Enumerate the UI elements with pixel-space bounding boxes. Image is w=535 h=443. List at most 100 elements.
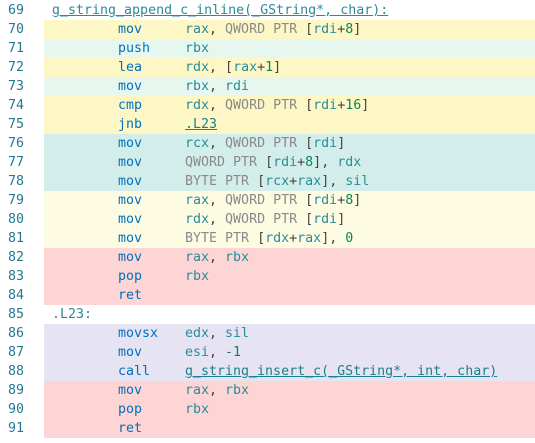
jump-target-link[interactable]: g_string_insert_c(_GString*, int, char)	[185, 364, 498, 379]
mnemonic: ret	[118, 421, 143, 436]
code-line: 75 jnb .L23	[0, 115, 535, 134]
line-number: 77	[8, 155, 25, 170]
line-number: 76	[8, 136, 25, 151]
operands[interactable]: .L23	[185, 115, 217, 134]
line-content: mov rax, QWORD PTR [rdi+8]	[44, 191, 535, 210]
line-number: 74	[8, 98, 25, 113]
code-line: 88 call g_string_insert_c(_GString*, int, …	[0, 362, 535, 381]
mnemonic: mov	[118, 155, 143, 170]
line-content: cmp rdx, QWORD PTR [rdi+16]	[44, 96, 535, 115]
mnemonic: pop	[118, 402, 143, 417]
line-number: 89	[8, 383, 25, 398]
line-number: 69	[8, 3, 25, 18]
code-line: 72 lea rdx, [rax+1]	[0, 58, 535, 77]
code-line: 77 mov QWORD PTR [rdi+8], rdx	[0, 153, 535, 172]
mnemonic: mov	[118, 383, 143, 398]
line-number: 79	[8, 193, 25, 208]
line-content: g_string_append_c_inline(_GString*, char…	[44, 1, 535, 20]
line-content: movsx edx, sil	[44, 324, 535, 343]
code-line: 76 mov rcx, QWORD PTR [rdi]	[0, 134, 535, 153]
mnemonic: mov	[118, 79, 143, 94]
asm-label: .L23:	[52, 307, 93, 322]
operands[interactable]: g_string_insert_c(_GString*, int, char)	[185, 362, 497, 381]
mnemonic: lea	[118, 60, 143, 75]
code-line: 74 cmp rdx, QWORD PTR [rdi+16]	[0, 96, 535, 115]
operands: rcx, QWORD PTR [rdi]	[185, 136, 346, 151]
mnemonic: mov	[118, 136, 143, 151]
operands: QWORD PTR [rdi+8], rdx	[185, 155, 362, 170]
line-number: 71	[8, 41, 25, 56]
operands: rax, rbx	[185, 383, 250, 398]
asm-label: g_string_append_c_inline(_GString*, char…	[52, 3, 389, 18]
code-line: 84 ret	[0, 286, 535, 305]
line-number: 85	[8, 307, 25, 322]
code-line: 83 pop rbx	[0, 267, 535, 286]
mnemonic: mov	[118, 212, 143, 227]
line-content: ret	[44, 419, 535, 438]
operands: rdx, QWORD PTR [rdi]	[185, 212, 346, 227]
operands: rax, rbx	[185, 250, 250, 265]
operands: rbx	[185, 269, 210, 284]
operands: rbx, rdi	[185, 79, 250, 94]
mnemonic: mov	[118, 193, 143, 208]
line-content: mov rax, rbx	[44, 381, 535, 400]
line-number: 88	[8, 364, 25, 379]
line-number: 82	[8, 250, 25, 265]
mnemonic: pop	[118, 269, 143, 284]
line-number: 83	[8, 269, 25, 284]
mnemonic: mov	[118, 231, 143, 246]
operands: BYTE PTR [rdx+rax], 0	[185, 231, 354, 246]
line-number: 87	[8, 345, 25, 360]
line-number: 90	[8, 402, 25, 417]
line-number: 81	[8, 231, 25, 246]
mnemonic: jnb	[118, 117, 143, 132]
operands: rbx	[185, 41, 210, 56]
line-content: mov rdx, QWORD PTR [rdi]	[44, 210, 535, 229]
line-content: mov QWORD PTR [rdi+8], rdx	[44, 153, 535, 172]
line-content: lea rdx, [rax+1]	[44, 58, 535, 77]
line-content: jnb .L23	[44, 115, 535, 134]
line-content: pop rbx	[44, 267, 535, 286]
operands: rax, QWORD PTR [rdi+8]	[185, 193, 362, 208]
mnemonic: mov	[118, 174, 143, 189]
mnemonic: mov	[118, 250, 143, 265]
mnemonic: movsx	[118, 326, 159, 341]
line-content: .L23:	[44, 305, 535, 324]
code-line: 82 mov rax, rbx	[0, 248, 535, 267]
jump-target-link[interactable]: .L23	[185, 117, 218, 132]
mnemonic: ret	[118, 288, 143, 303]
line-number: 73	[8, 79, 25, 94]
line-number: 70	[8, 22, 25, 37]
line-content: mov rax, rbx	[44, 248, 535, 267]
line-number: 91	[8, 421, 25, 436]
operands: rdx, [rax+1]	[185, 60, 282, 75]
operands: edx, sil	[185, 326, 250, 341]
line-content: call g_string_insert_c(_GString*, int, ch…	[44, 362, 535, 381]
code-line: 91 ret	[0, 419, 535, 438]
code-line: 81 mov BYTE PTR [rdx+rax], 0	[0, 229, 535, 248]
code-line: 85 .L23:	[0, 305, 535, 324]
mnemonic: call	[118, 364, 151, 379]
code-line: 89 mov rax, rbx	[0, 381, 535, 400]
line-number: 75	[8, 117, 25, 132]
operands: rdx, QWORD PTR [rdi+16]	[185, 98, 370, 113]
code-line: 79 mov rax, QWORD PTR [rdi+8]	[0, 191, 535, 210]
operands: BYTE PTR [rcx+rax], sil	[185, 174, 370, 189]
line-content: mov BYTE PTR [rdx+rax], 0	[44, 229, 535, 248]
line-number: 84	[8, 288, 25, 303]
code-line: 69 g_string_append_c_inline(_GString*, ch…	[0, 1, 535, 20]
line-number: 80	[8, 212, 25, 227]
line-number: 72	[8, 60, 25, 75]
mnemonic: cmp	[118, 98, 143, 113]
